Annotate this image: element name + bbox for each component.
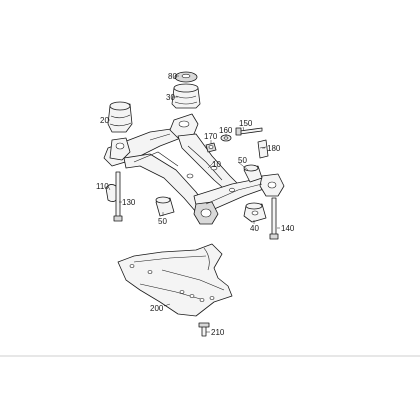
- part-140-bolt[interactable]: [269, 197, 279, 240]
- callout-30: 30: [166, 93, 175, 102]
- callout-110: 110: [96, 182, 109, 191]
- part-50-bushing-lower[interactable]: [155, 196, 175, 217]
- part-80-cap[interactable]: [174, 71, 198, 83]
- part-130-bolt[interactable]: [113, 171, 123, 222]
- callout-160: 160: [219, 126, 233, 135]
- part-180-bracket[interactable]: [257, 139, 269, 159]
- part-10-subframe[interactable]: [103, 113, 285, 225]
- part-200-protection-panel[interactable]: [117, 243, 233, 317]
- callout-80: 80: [168, 72, 177, 81]
- callout-20: 20: [100, 116, 109, 125]
- callout-50-upper: 50: [238, 156, 247, 165]
- callout-50-lower: 50: [158, 217, 167, 226]
- callout-140: 140: [281, 224, 295, 233]
- part-20-left-mount[interactable]: [107, 101, 133, 133]
- leader-lines: [107, 75, 280, 333]
- callout-180: 180: [267, 144, 281, 153]
- callout-130: 130: [122, 198, 136, 207]
- part-40-rear-bushing[interactable]: [243, 202, 267, 223]
- callout-40: 40: [250, 224, 259, 233]
- callout-170: 170: [204, 132, 218, 141]
- part-30-upper-mount[interactable]: [171, 83, 201, 109]
- part-50-bushing-upper[interactable]: [243, 164, 263, 183]
- callout-150: 150: [239, 119, 253, 128]
- callout-10: 10: [212, 160, 221, 169]
- part-150-bolt[interactable]: [235, 127, 263, 136]
- part-210-screw[interactable]: [198, 322, 210, 337]
- callout-210: 210: [211, 328, 225, 337]
- callout-200: 200: [150, 304, 164, 313]
- part-170-nut[interactable]: [205, 142, 217, 153]
